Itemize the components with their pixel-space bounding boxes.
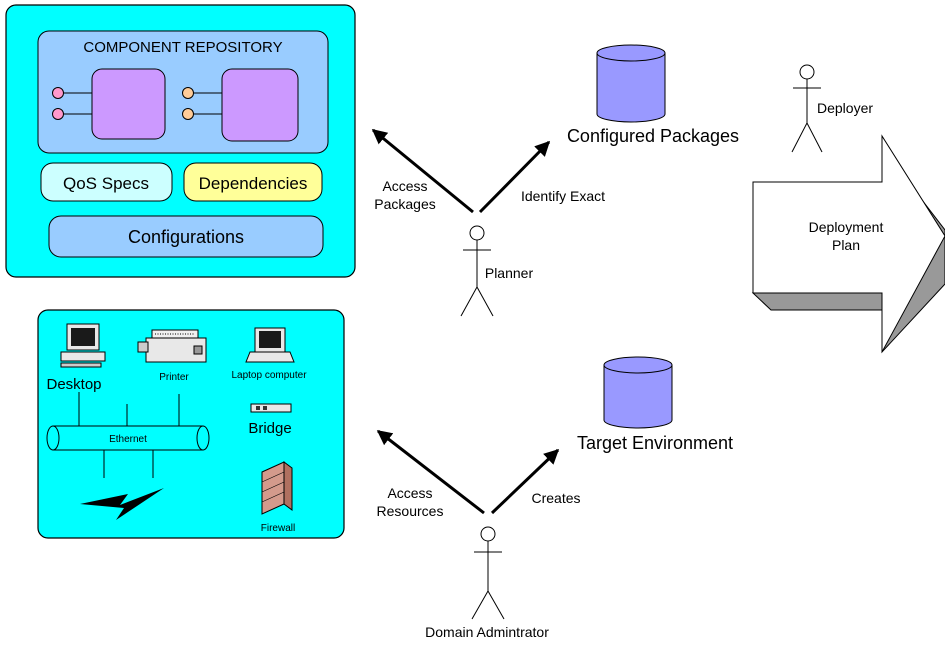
domain-administrator-actor — [471, 526, 505, 620]
component-2-box — [221, 68, 299, 142]
component-1-port-a — [52, 87, 64, 99]
printer-icon — [137, 329, 207, 363]
creates-arrow — [490, 448, 560, 515]
laptop-label: Laptop computer — [231, 370, 307, 381]
target-environment-label: Target Environment — [577, 433, 733, 453]
access-packages-label-line1: Access — [382, 178, 427, 194]
desktop-label: Desktop — [46, 376, 101, 393]
component-2-port-a — [182, 87, 194, 99]
component-2 — [182, 68, 299, 142]
firewall-label: Firewall — [261, 523, 295, 534]
qos-specs-label: QoS Specs — [63, 174, 149, 193]
component-1-box — [91, 68, 166, 140]
qos-specs-box — [40, 162, 173, 202]
bridge-label: Bridge — [248, 420, 291, 437]
identify-exact-arrow — [478, 140, 551, 214]
configured-packages-database — [596, 44, 666, 123]
identify-exact-label: Identify Exact — [521, 188, 605, 204]
dependencies-box — [183, 162, 323, 202]
configurations-box — [48, 215, 324, 258]
firewall-icon — [261, 461, 293, 515]
configurations-label: Configurations — [128, 227, 244, 247]
domain-administrator-label: Domain Admintrator — [425, 624, 549, 640]
access-packages-label-line2: Packages — [374, 196, 435, 212]
printer-label: Printer — [159, 372, 189, 383]
ethernet-icon — [46, 392, 210, 478]
deployer-label: Deployer — [817, 100, 873, 116]
deployment-plan-arrow — [751, 134, 945, 354]
dependencies-label: Dependencies — [199, 174, 308, 193]
deployer-actor — [791, 64, 823, 153]
access-resources-arrow — [376, 429, 485, 515]
deployment-plan-label-line2: Plan — [832, 237, 860, 253]
access-resources-label-line2: Resources — [377, 503, 444, 519]
creates-label: Creates — [531, 490, 580, 506]
wireless-link-icon — [80, 488, 164, 520]
bridge-icon — [250, 403, 292, 413]
repository-title: COMPONENT REPOSITORY — [83, 39, 282, 56]
deployment-plan-label-line1: Deployment — [809, 219, 884, 235]
laptop-icon — [245, 327, 295, 363]
component-1 — [52, 68, 166, 140]
configured-packages-label: Configured Packages — [567, 126, 739, 146]
planner-actor — [460, 225, 494, 317]
component-repository-panel: COMPONENT REPOSITORY QoS Specs Dependenc… — [5, 4, 356, 278]
ethernet-label: Ethernet — [109, 434, 147, 445]
component-1-port-b — [52, 108, 64, 120]
resources-panel: Desktop Printer Laptop computer Bridge — [37, 309, 345, 539]
target-environment-database — [603, 356, 673, 429]
access-resources-label-line1: Access — [387, 485, 432, 501]
desktop-icon — [60, 323, 106, 368]
access-packages-arrow — [371, 128, 474, 214]
planner-label: Planner — [485, 265, 534, 281]
component-2-port-b — [182, 108, 194, 120]
